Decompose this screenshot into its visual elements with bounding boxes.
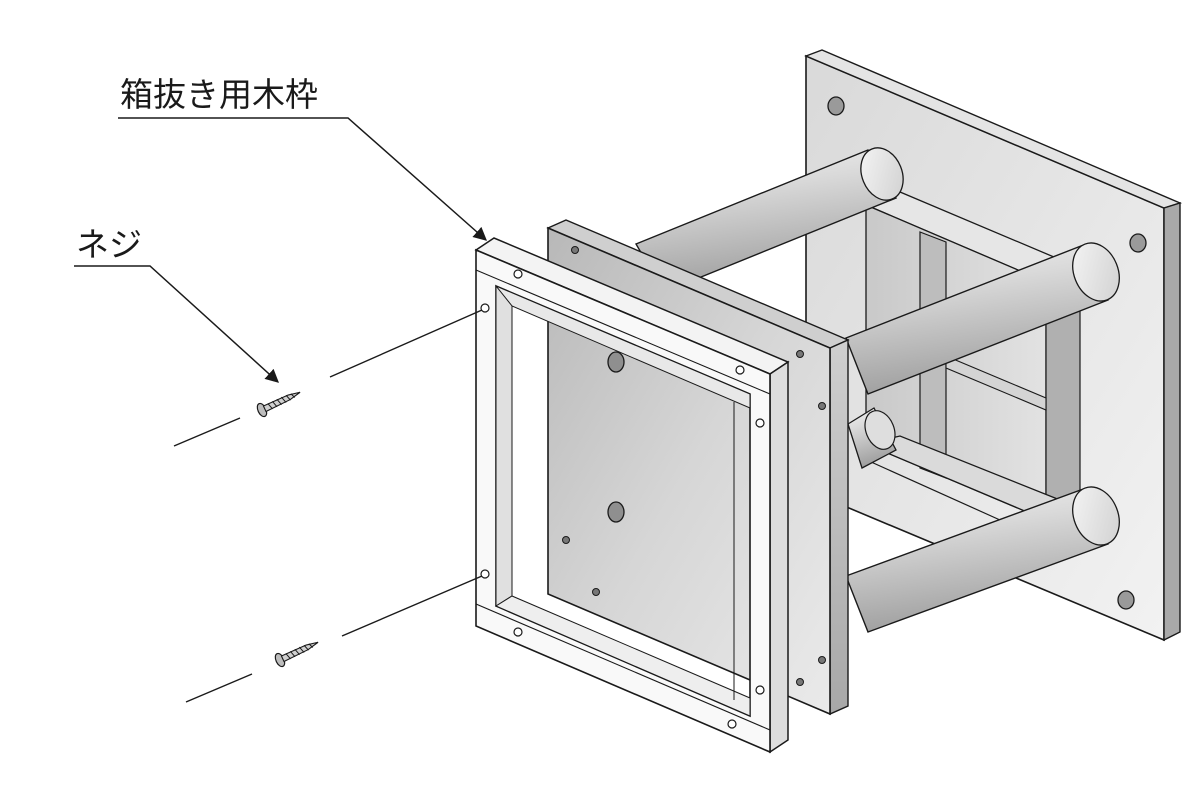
leader-line-frame xyxy=(118,117,488,241)
rear-plate-hole xyxy=(827,96,845,116)
front-plate-hole-large xyxy=(607,501,625,523)
label-screw: ネジ xyxy=(76,225,142,264)
screw-lower xyxy=(274,641,319,668)
frame-screw-hole xyxy=(513,627,523,637)
rear-plate-hole xyxy=(1117,590,1135,610)
front-plate-hole-small xyxy=(592,588,600,596)
wooden-box-frame xyxy=(474,237,790,754)
screw-upper xyxy=(256,391,301,418)
frame-screw-hole xyxy=(755,685,765,695)
frame-screw-hole xyxy=(480,303,490,313)
pipe-lower xyxy=(845,486,1120,633)
frame-screw-hole xyxy=(480,569,490,579)
frame-screw-hole xyxy=(513,269,523,279)
frame-screw-hole xyxy=(727,719,737,729)
front-plate-hole-small xyxy=(796,678,804,686)
callout-screw: ネジ xyxy=(74,225,280,383)
inner-box-structure xyxy=(859,191,1082,521)
front-plate-hole-large xyxy=(607,351,625,373)
leader-line-screw xyxy=(74,265,280,383)
frame-inner-bottom-wall xyxy=(494,595,751,717)
pipe-middle xyxy=(847,407,897,469)
front-plate-hole-small xyxy=(562,536,570,544)
label-frame: 箱抜き用木枠 xyxy=(120,75,318,114)
assembly-axis-upper xyxy=(173,309,483,447)
front-plate-hole-small xyxy=(571,246,579,254)
frame-screw-hole xyxy=(755,418,765,428)
frame-screw-hole xyxy=(735,365,745,375)
rear-plate-side-edge xyxy=(1163,202,1181,642)
frame-side-thickness xyxy=(769,360,789,754)
front-plate-hole-small xyxy=(796,350,804,358)
front-plate-side-edge xyxy=(829,338,849,716)
rear-plate-hole xyxy=(1129,233,1147,253)
front-plate-hole-small xyxy=(818,402,826,410)
callout-frame: 箱抜き用木枠 xyxy=(118,75,488,241)
pipe-upper-front xyxy=(845,242,1120,395)
frame-inner-left-wall xyxy=(495,284,513,607)
assembly-axis-lower xyxy=(185,575,483,703)
front-plate-hole-small xyxy=(818,656,826,664)
